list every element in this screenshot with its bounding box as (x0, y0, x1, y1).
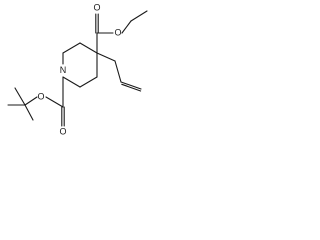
ring-nitrogen-label: N (60, 65, 67, 75)
allyl-double-bond-a (120, 81, 142, 90)
ester-carbonyl-oxygen-label: O (93, 2, 100, 12)
boc-carbonyl-oxygen-label: O (59, 126, 66, 136)
chemical-structure: O O N O O (7, 2, 148, 136)
bond-boc-carbon-ether-oxygen (45, 96, 64, 108)
ester-ether-oxygen-label: O (114, 27, 121, 37)
bond-ch2-ch3 (130, 10, 148, 22)
atom-labels: O O N O O (37, 2, 121, 136)
bond-ether-oxygen-ch2 (121, 20, 132, 34)
bond-lines (7, 10, 148, 127)
bond-ether-oxygen-tert-carbon (24, 96, 38, 106)
bond-allyl-ch2-ch (114, 60, 122, 83)
ring-bond-c6-c5 (79, 76, 98, 88)
bond-tert-carbon-methyl-up (14, 87, 26, 106)
ring-bond-c3-c2 (62, 42, 81, 54)
ring-bond-c4-c3 (79, 42, 98, 54)
allyl-double-bond-b (121, 83, 142, 92)
bond-tert-carbon-methyl-down (24, 104, 34, 121)
ring-bond-n-c6 (62, 76, 81, 88)
bond-c4-allyl-ch2 (96, 52, 116, 62)
boc-ether-oxygen-label: O (37, 91, 44, 101)
